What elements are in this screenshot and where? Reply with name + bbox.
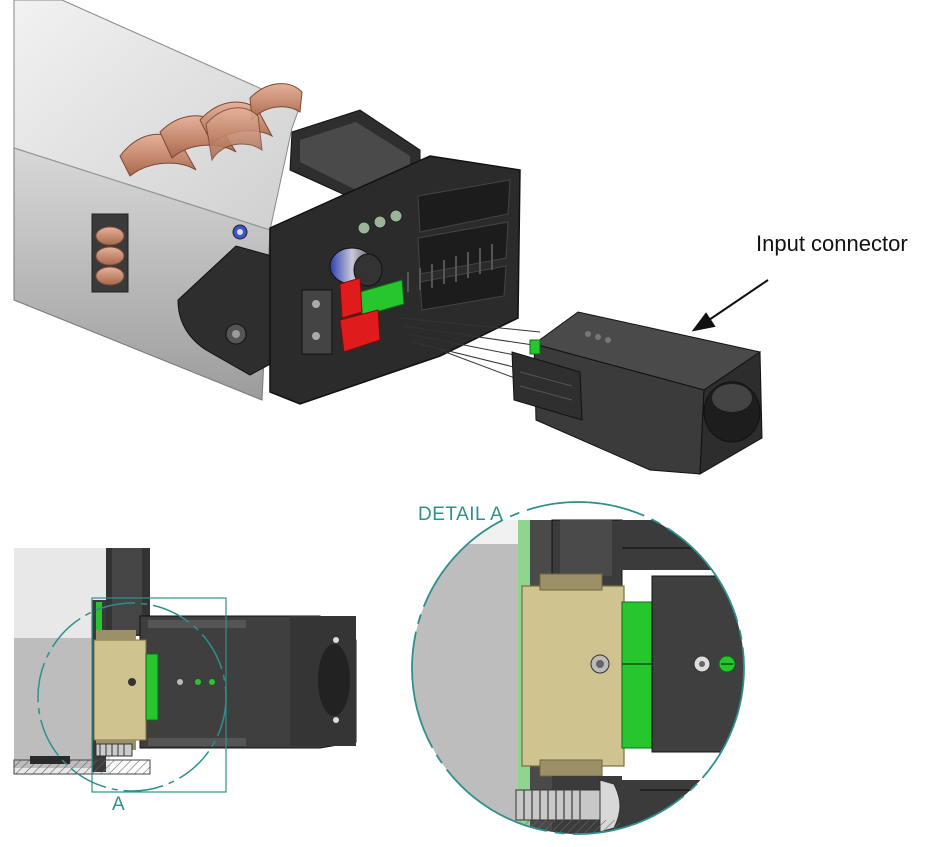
red-terminal-upper (339, 277, 363, 319)
connector-green-tab (529, 339, 541, 355)
led-1 (357, 221, 371, 235)
section-green-latch (145, 653, 159, 721)
section-marker-label: A (112, 794, 125, 815)
callout-label: Input connector (756, 231, 908, 256)
detail-a-circle (411, 501, 745, 835)
detail-screw (515, 779, 621, 833)
callout-arrow (691, 279, 769, 332)
section-view (13, 548, 357, 775)
detail-tan-insert (521, 585, 625, 767)
led-2 (373, 215, 387, 229)
section-marker-rect (91, 597, 227, 793)
red-terminal-lower (339, 309, 381, 353)
copper-coils (119, 83, 303, 177)
detail-green-latch (621, 601, 653, 749)
psu-module (13, 0, 521, 405)
insertion-guide-lines (399, 317, 541, 381)
section-tan-insert (93, 639, 147, 741)
led-3 (389, 209, 403, 223)
detail-a-view (412, 502, 744, 834)
input-connector (511, 311, 763, 475)
detail-title: DETAIL A (418, 504, 503, 525)
